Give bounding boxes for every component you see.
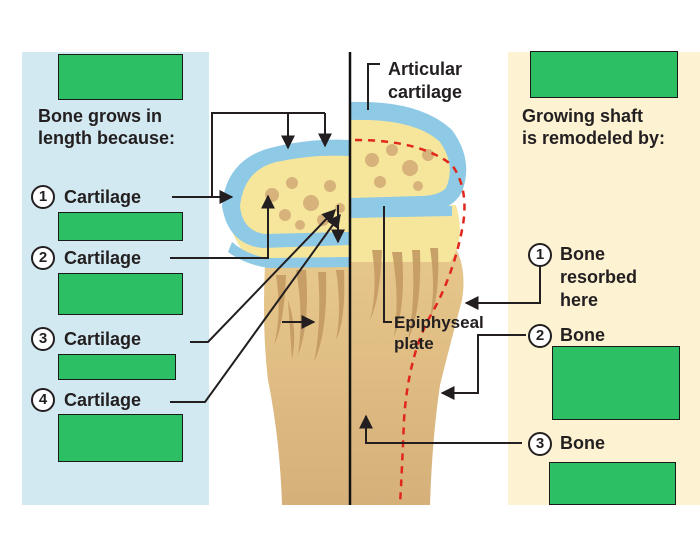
articular-label-line2: cartilage (388, 82, 463, 102)
answer-box-left-3[interactable] (58, 354, 176, 380)
right-bone-half (351, 101, 467, 506)
right-arrows (359, 63, 541, 444)
left-item3-label: Cartilage (64, 329, 142, 349)
left-item1-number: 1 (31, 185, 55, 209)
left-heading-line2: length because: (38, 128, 176, 148)
answer-box-right-2[interactable] (552, 346, 680, 420)
answer-box-right-3[interactable] (549, 462, 676, 505)
left-item2-number: 2 (31, 246, 55, 270)
right-item3-number: 3 (528, 432, 552, 456)
answer-box-left-4[interactable] (58, 414, 183, 462)
answer-box-right-top[interactable] (530, 51, 678, 98)
right-item1-line2: resorbed (560, 267, 638, 287)
epiphyseal-label-line2: plate (394, 334, 434, 353)
right-item1-line1: Bone (560, 244, 605, 264)
left-item4-label: Cartilage (64, 390, 142, 410)
articular-label-line1: Articular (388, 59, 463, 79)
left-item1-label: Cartilage (64, 187, 142, 207)
right-item2-label: Bone (560, 325, 605, 345)
answer-box-left-1[interactable] (58, 212, 183, 241)
right-heading-line2: is remodeled by: (522, 128, 666, 148)
epiphyseal-label-line1: Epiphyseal (394, 313, 484, 332)
right-item1-number: 1 (528, 243, 552, 267)
left-heading-line1: Bone grows in (38, 106, 163, 126)
left-item3-number: 3 (31, 327, 55, 351)
right-item1-line3: here (560, 290, 599, 310)
right-item3-label: Bone (560, 433, 605, 453)
left-arrows (170, 112, 345, 403)
right-item2-number: 2 (528, 324, 552, 348)
right-heading-line1: Growing shaft (522, 106, 643, 126)
resorption-outline (354, 138, 466, 506)
answer-box-left-2[interactable] (58, 273, 183, 315)
left-item2-label: Cartilage (64, 248, 142, 268)
left-item4-number: 4 (31, 388, 55, 412)
answer-box-left-top[interactable] (58, 54, 183, 100)
